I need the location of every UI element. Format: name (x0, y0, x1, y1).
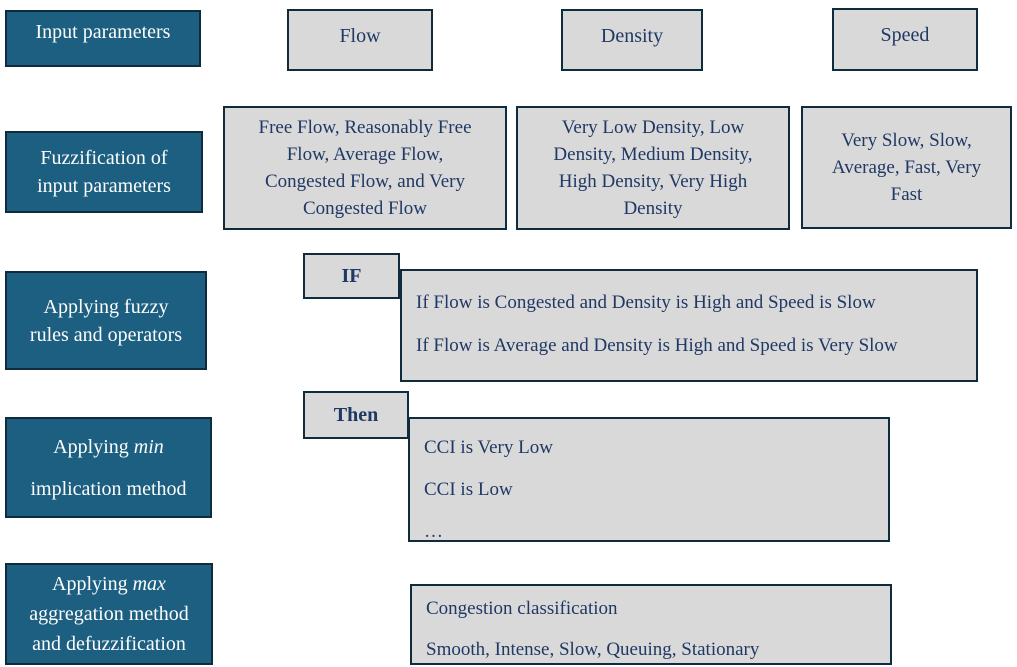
input-box-density-label: Density (600, 24, 664, 47)
stage-max-aggregation-line-3: and defuzzification (32, 633, 186, 655)
fuzzy-set-flow-line-4: Congested Flow (302, 198, 428, 219)
stage-min-implication: Applying min implication method (5, 417, 212, 518)
if-rules-box: If Flow is Congested and Density is High… (400, 269, 978, 382)
then-result-ellipsis: … (424, 521, 443, 542)
if-rule-2: If Flow is Average and Density is High a… (416, 335, 898, 356)
stage-fuzzification-line-2: input parameters (37, 175, 171, 197)
stage-max-aggregation-prefix: Applying (52, 573, 133, 595)
fuzzy-set-speed-line-2: Average, Fast, Very (831, 157, 982, 178)
stage-fuzzy-rules: Applying fuzzy rules and operators (5, 271, 207, 370)
stage-min-implication-prefix: Applying (53, 435, 134, 458)
input-box-density: Density (561, 9, 703, 71)
fuzzy-set-density-line-2: Density, Medium Density, (553, 144, 753, 165)
fuzzy-set-flow-line-2: Flow, Average Flow, (286, 144, 444, 165)
stage-min-implication-method-name: min (133, 435, 164, 458)
stage-input-parameters-label: Input parameters (35, 20, 171, 43)
fuzzy-set-flow-line-1: Free Flow, Reasonably Free (258, 117, 472, 138)
then-result-1: CCI is Very Low (424, 437, 553, 458)
congestion-classification-classes: Smooth, Intense, Slow, Queuing, Stationa… (426, 639, 760, 660)
fuzzy-set-density: Very Low Density, Low Density, Medium De… (516, 106, 790, 230)
if-label: IF (341, 264, 362, 287)
fuzzy-set-speed-line-1: Very Slow, Slow, (841, 130, 972, 151)
input-box-speed: Speed (832, 8, 978, 71)
fuzzy-set-flow: Free Flow, Reasonably Free Flow, Average… (223, 106, 507, 230)
input-box-flow-label: Flow (339, 24, 381, 47)
stage-min-implication-line-1: Applying min (53, 433, 164, 461)
if-label-box: IF (303, 253, 400, 299)
then-result-2: CCI is Low (424, 479, 513, 500)
if-rule-1: If Flow is Congested and Density is High… (416, 292, 876, 313)
fuzzy-set-flow-line-3: Congested Flow, and Very (264, 171, 465, 192)
fuzzy-set-density-line-1: Very Low Density, Low (561, 117, 745, 138)
fuzzy-set-speed: Very Slow, Slow, Average, Fast, Very Fas… (801, 106, 1012, 229)
fuzzy-set-speed-line-3: Fast (890, 184, 923, 205)
then-results-box: CCI is Very Low CCI is Low … (408, 417, 890, 542)
stage-fuzzification: Fuzzification of input parameters (5, 131, 203, 213)
stage-input-parameters: Input parameters (5, 10, 201, 67)
fuzzy-set-density-line-3: High Density, Very High (558, 171, 748, 192)
stage-max-aggregation-line-1: Applying max (52, 569, 166, 599)
then-label-box: Then (303, 391, 409, 439)
stage-fuzzification-line-1: Fuzzification of (40, 147, 168, 169)
stage-max-aggregation-method-name: max (132, 573, 166, 595)
stage-max-aggregation-line-2: aggregation method (29, 603, 189, 625)
stage-fuzzy-rules-line-2: rules and operators (29, 323, 183, 346)
then-label: Then (333, 403, 379, 426)
input-box-speed-label: Speed (880, 24, 930, 46)
stage-max-aggregation: Applying max aggregation method and defu… (5, 563, 213, 665)
congestion-classification-title: Congestion classification (426, 598, 618, 619)
fuzzy-set-density-line-4: Density (623, 198, 683, 219)
stage-fuzzy-rules-line-1: Applying fuzzy (43, 295, 169, 318)
stage-min-implication-line-2: implication method (30, 477, 187, 500)
congestion-classification-box: Congestion classification Smooth, Intens… (410, 584, 892, 665)
input-box-flow: Flow (287, 9, 433, 71)
